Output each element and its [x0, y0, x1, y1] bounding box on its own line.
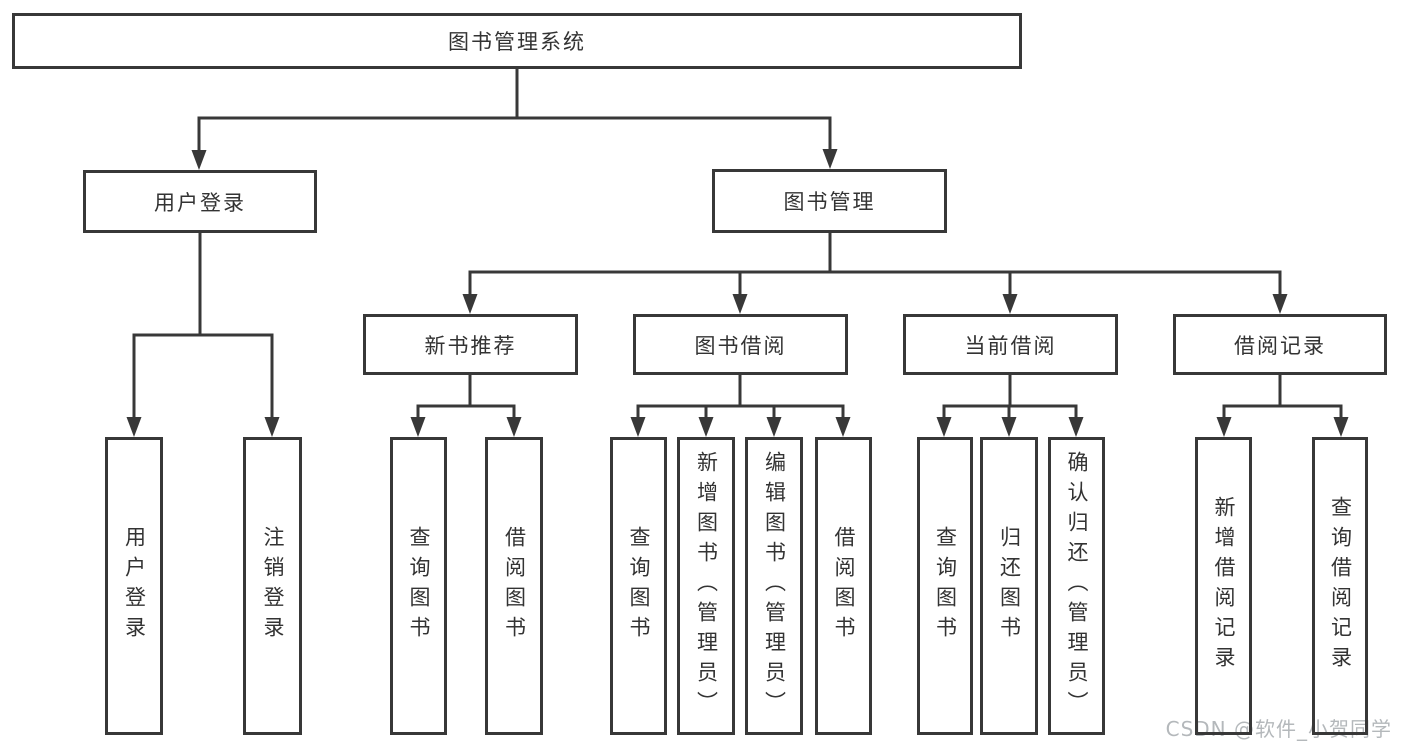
leaf-cb-query-books: 查询图书	[917, 437, 973, 735]
arrow-down-icon	[191, 150, 207, 170]
arrow-down-icon	[1068, 417, 1084, 437]
node-root: 图书管理系统	[12, 13, 1022, 69]
leaf-bb-edit-books-admin: 编辑图书（管理员）	[745, 437, 803, 735]
leaf-br-add-record: 新增借阅记录	[1195, 437, 1252, 735]
watermark: CSDN @软件_小贺同学	[1165, 717, 1392, 741]
leaf-label: 用户登录	[122, 526, 147, 646]
arrow-down-icon	[1216, 417, 1232, 437]
leaf-nb-borrow-books: 借阅图书	[485, 437, 543, 735]
leaf-user-login: 用户登录	[105, 437, 163, 735]
leaf-bb-borrow-books: 借阅图书	[815, 437, 872, 735]
node-current-borrow: 当前借阅	[903, 314, 1118, 375]
arrow-down-icon	[462, 294, 478, 314]
leaf-label: 确认归还（管理员）	[1065, 451, 1089, 721]
leaf-label: 注销登录	[261, 526, 285, 646]
arrow-down-icon	[630, 417, 646, 437]
leaf-label: 新增图书（管理员）	[694, 451, 719, 721]
leaf-label: 查询图书	[933, 526, 958, 646]
leaf-label: 借阅图书	[832, 526, 856, 646]
connector-user-login	[132, 231, 274, 432]
leaf-nb-query-books: 查询图书	[390, 437, 447, 735]
node-book-borrow: 图书借阅	[633, 314, 848, 375]
leaf-label: 查询借阅记录	[1328, 496, 1353, 676]
leaf-label: 归还图书	[997, 526, 1022, 646]
node-new-book-recommend: 新书推荐	[363, 314, 578, 375]
arrow-down-icon	[1001, 417, 1017, 437]
leaf-label: 新增借阅记录	[1212, 496, 1236, 676]
node-borrow-records: 借阅记录	[1173, 314, 1387, 375]
arrow-down-icon	[1333, 417, 1349, 437]
leaf-bb-add-books-admin: 新增图书（管理员）	[677, 437, 735, 735]
arrow-down-icon	[766, 417, 782, 437]
leaf-cb-return-books: 归还图书	[980, 437, 1038, 735]
leaf-label: 编辑图书（管理员）	[762, 451, 787, 721]
arrow-down-icon	[936, 417, 952, 437]
leaf-label: 查询图书	[407, 526, 431, 646]
arrow-down-icon	[126, 417, 142, 437]
leaf-cb-confirm-return-admin: 确认归还（管理员）	[1048, 437, 1105, 735]
arrow-down-icon	[698, 417, 714, 437]
arrow-down-icon	[264, 417, 280, 437]
leaf-logout: 注销登录	[243, 437, 302, 735]
arrow-down-icon	[1272, 294, 1288, 314]
arrow-down-icon	[822, 149, 838, 169]
leaf-bb-query-books: 查询图书	[610, 437, 667, 735]
connector-root	[197, 66, 832, 165]
connector-book-borrow	[636, 373, 845, 432]
leaf-br-query-record: 查询借阅记录	[1312, 437, 1368, 735]
connector-book-management	[468, 231, 1282, 309]
arrow-down-icon	[506, 417, 522, 437]
arrow-down-icon	[410, 417, 426, 437]
connector-new-book	[416, 373, 516, 432]
arrow-down-icon	[835, 417, 851, 437]
arrow-down-icon	[1002, 294, 1018, 314]
connector-borrow-records	[1222, 373, 1343, 432]
node-user-login: 用户登录	[83, 170, 317, 233]
leaf-label: 借阅图书	[502, 526, 527, 646]
connector-current-borrow	[942, 373, 1078, 432]
node-book-management: 图书管理	[712, 169, 947, 233]
arrow-down-icon	[732, 294, 748, 314]
leaf-label: 查询图书	[627, 526, 651, 646]
